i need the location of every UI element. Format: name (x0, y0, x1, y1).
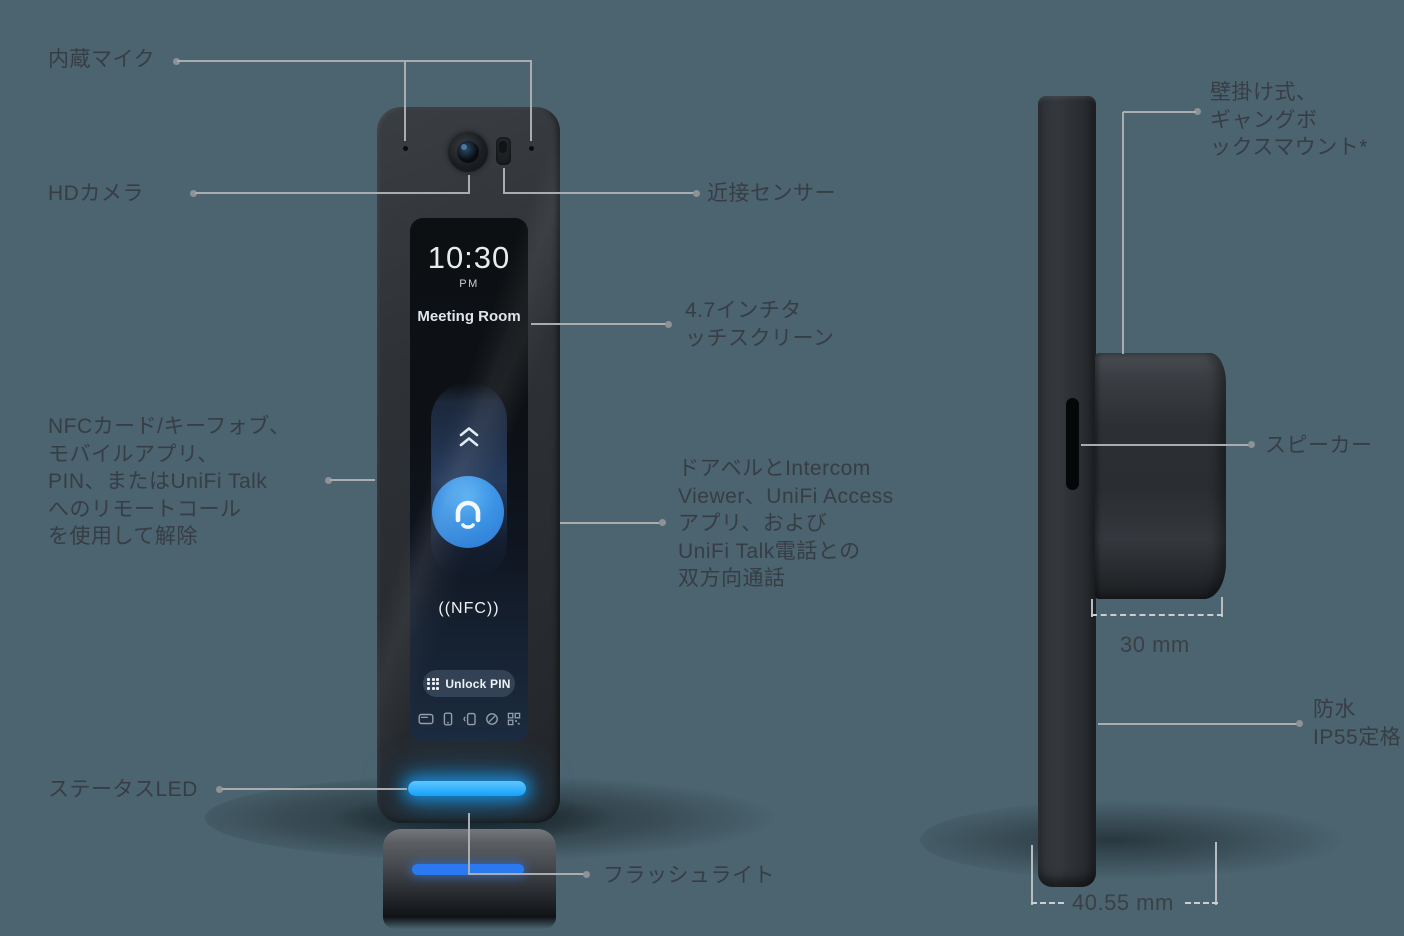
width-dim-dash-left (1031, 902, 1064, 904)
doorbell-slider-track (431, 382, 507, 580)
proximity-sensor-window (496, 137, 511, 165)
touchscreen-label: 4.7インチタ ッチスクリーン (685, 299, 835, 350)
nfc-indicator: ((NFC)) (438, 600, 500, 617)
wall-mount-leader-dot (1194, 108, 1201, 115)
device-side-mount-block (1095, 353, 1226, 599)
status-led-bar (408, 781, 526, 796)
flashlight-leader-dot (583, 871, 590, 878)
nfc-unlock-leader-dot (325, 477, 332, 484)
width-dim-tick-right (1215, 842, 1217, 905)
camera-inner-lens (457, 141, 479, 163)
width-dim-tick-left (1031, 845, 1033, 905)
nfc-unlock-label: NFCカード/キーフォブ、 モバイルアプリ、 PIN、またはUniFi Talk… (48, 415, 291, 548)
touchscreen: 10:30 PM Meeting Room ((NFC)) Unlock PIN (410, 218, 528, 742)
speaker-leader-dot (1248, 441, 1255, 448)
two-way-leader-dot (659, 519, 666, 526)
mic-leader-dot (173, 58, 180, 65)
width-dim-dash-right (1185, 902, 1218, 904)
speaker-leader-line (1081, 444, 1250, 446)
wall-mount-leader-line (1123, 111, 1196, 113)
phone-icon (443, 712, 452, 726)
unlock-pin-button: Unlock PIN (423, 670, 515, 697)
proximity-leader-dot (693, 190, 700, 197)
depth-dimension-label: 30 mm (1120, 632, 1190, 657)
depth-dim-dashed-line (1091, 614, 1223, 616)
mic-hole-right (529, 146, 534, 151)
clock-time: 10:30 (427, 240, 511, 275)
flashlight-label: フラッシュライト (603, 864, 775, 887)
proximity-sensor-label: 近接センサー (707, 182, 836, 205)
unlock-pin-label: Unlock PIN (445, 676, 511, 691)
side-device-shadow (920, 800, 1350, 880)
device-front-view: 10:30 PM Meeting Room ((NFC)) Unlock PIN (377, 107, 560, 823)
camera-leader-line (195, 192, 470, 194)
mic-leader-branch-right (530, 61, 532, 141)
two-way-leader-line (560, 522, 661, 524)
two-way-talk-label: ドアベルとIntercom Viewer、UniFi Access アプリ、およ… (678, 457, 894, 590)
wall-mount-leader-branch (1122, 112, 1124, 354)
status-led-label: ステータスLED (48, 778, 198, 801)
depth-dim-tick-right (1221, 597, 1223, 617)
nfc-unlock-leader-line (330, 479, 375, 481)
doorbell-button (432, 476, 504, 548)
speaker-label: スピーカー (1265, 434, 1373, 457)
waterproof-leader-dot (1296, 720, 1303, 727)
width-dimension-label: 40.55 mm (1072, 890, 1174, 915)
touchscreen-leader-dot (665, 321, 672, 328)
status-led-leader-dot (216, 786, 223, 793)
device-side-panel (1038, 96, 1096, 887)
status-led-leader-line (222, 788, 407, 790)
mic-leader-line (177, 60, 532, 62)
waterproof-label: 防水 IP55定格 (1313, 698, 1402, 749)
camera-leader-dot (190, 190, 197, 197)
waterproof-leader-line (1098, 723, 1298, 725)
wall-mount-label: 壁掛け式、 ギャングボ ックスマウント* (1210, 81, 1368, 159)
mic-hole-left (403, 146, 408, 151)
proximity-leader-branch (503, 168, 505, 194)
mic-leader-branch-left (404, 61, 406, 141)
camera-glint (461, 144, 467, 150)
depth-dim-tick-left (1091, 599, 1093, 617)
pin-grid-icon (427, 677, 440, 690)
phone-wave-icon (462, 712, 476, 726)
credential-icon-row (410, 712, 528, 726)
room-name: Meeting Room (417, 308, 521, 325)
bell-icon (455, 500, 481, 529)
fob-icon (485, 713, 498, 725)
proximity-leader-line (503, 192, 694, 194)
camera-lens (448, 132, 488, 172)
card-icon (418, 713, 434, 725)
qr-grid-icon (507, 712, 520, 726)
hd-camera-label: HDカメラ (48, 182, 144, 205)
camera-leader-branch (468, 175, 470, 193)
flashlight-leader-branch (468, 813, 470, 874)
builtin-mic-label: 内蔵マイク (48, 48, 156, 71)
chevron-up-icon (457, 424, 481, 457)
speaker-slot (1066, 398, 1079, 490)
touchscreen-leader-line (531, 323, 666, 325)
clock-period: PM (459, 278, 479, 290)
flashlight-leader-line (468, 873, 585, 875)
